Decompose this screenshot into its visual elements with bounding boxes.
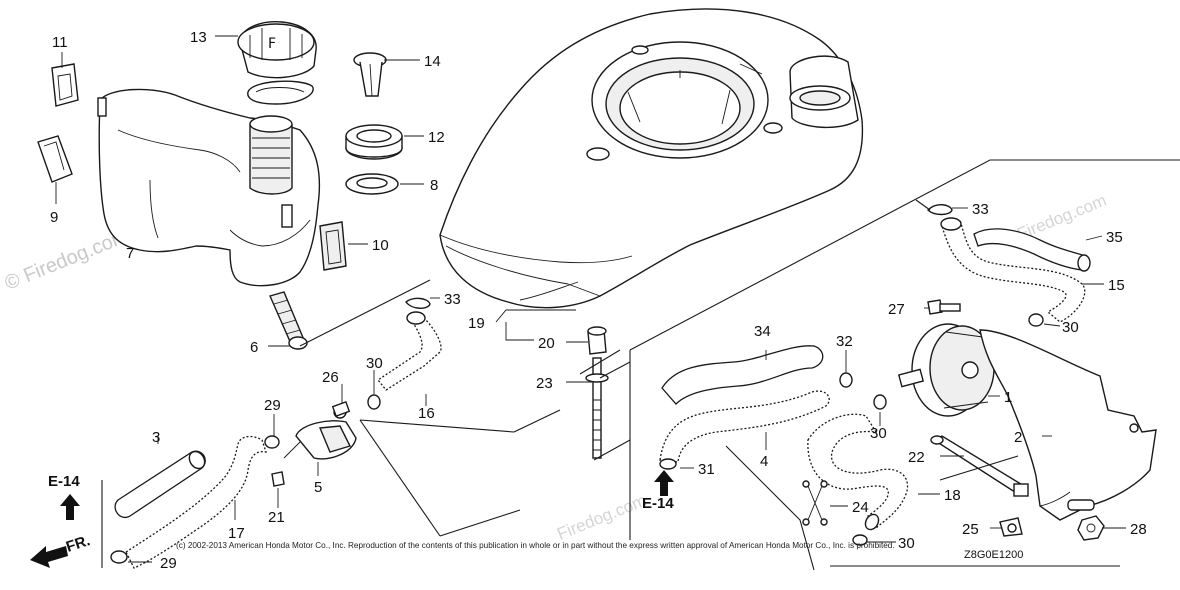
grommet-20 [587,326,607,355]
bolt-27 [927,299,961,315]
clip-33-right [927,204,953,216]
callout-10: 10 [372,237,389,254]
clip-11 [51,63,79,107]
fuel-tank [97,88,321,287]
fuel-valve-5 [283,405,357,460]
callout-15: 15 [1108,277,1125,294]
screw-26 [331,401,351,417]
clip-29-lower [110,550,128,564]
fuel-filter-6 [269,291,308,350]
callout-8: 8 [430,177,438,194]
callout-18: 18 [944,487,961,504]
callout-27: 27 [888,301,905,318]
callout-7: 7 [126,245,134,262]
clip-9 [37,135,73,183]
clip-33-left [405,297,431,309]
reference-e14-left: E-14 [48,473,80,520]
callout-11: 11 [52,34,68,51]
callout-14: 14 [424,53,441,70]
clip-30-bottom [852,534,868,546]
callout-3: 3 [152,429,160,446]
seal-8 [345,173,399,195]
front-arrow-icon [30,546,68,568]
callout-16: 16 [418,405,435,422]
hose-3 [114,450,206,519]
callout-33-left: 33 [444,291,461,308]
hose-18 [807,413,909,531]
nut-21 [271,471,285,487]
watermark-repeat: Firedog.com [554,491,649,544]
callout-30-bottom: 30 [898,535,915,552]
callout-21: 21 [268,509,285,526]
clip-29-upper [264,435,280,449]
callout-29-upper: 29 [264,397,281,414]
hose-4 [659,390,830,463]
callout-34: 34 [754,323,771,340]
reference-e14-mid: E-14 [642,470,674,512]
callout-26: 26 [322,369,339,386]
clip-31 [659,458,677,470]
callout-23: 23 [536,375,553,392]
tank-nut-12 [345,124,403,160]
callout-labels: 13 11 9 7 14 12 8 10 6 33 19 20 23 26 30… [50,29,1147,572]
callout-4: 4 [760,453,768,470]
fuel-pump-1 [897,323,995,417]
clip-32 [839,372,853,388]
callout-9: 9 [50,209,58,226]
callout-25: 25 [962,521,979,538]
callout-17: 17 [228,525,245,542]
ref-label: E-14 [48,473,80,490]
engine-shroud [439,8,864,309]
stud-bolt-23 [585,357,609,459]
callout-19: 19 [468,315,485,332]
arrow-down-icon [654,470,674,496]
callout-5: 5 [314,479,322,496]
clip-30-valve [367,394,381,410]
frame-lines [101,159,1180,571]
callout-30-valve: 30 [366,355,383,372]
hose-34 [661,345,824,405]
front-indicator: FR. [30,532,92,568]
clip-30-middle [873,394,887,410]
cushion-10 [319,221,347,271]
callout-31: 31 [698,461,715,478]
callout-2: 2 [1014,429,1022,446]
callout-29-lower: 29 [160,555,177,572]
bracket-2 [979,329,1157,521]
bolt-22 [930,435,1029,497]
svg-text:F: F [268,36,276,52]
callout-12: 12 [428,129,445,146]
fuel-cap: F [237,21,317,105]
callout-22: 22 [908,449,925,466]
callout-33-right: 33 [972,201,989,218]
diagram-code: Z8G0E1200 [964,549,1023,561]
copyright-notice: (c) 2002-2013 American Honda Motor Co., … [176,541,895,550]
callout-32: 32 [836,333,853,350]
hose-17 [125,435,267,569]
hose-16 [377,311,442,391]
grommet-25 [999,517,1023,537]
nut-28 [1077,515,1105,541]
callout-30-middle: 30 [870,425,887,442]
callout-6: 6 [250,339,258,356]
callout-24: 24 [852,499,869,516]
callout-28: 28 [1130,521,1147,538]
hose-15 [940,217,1086,323]
callout-20: 20 [538,335,555,352]
callout-35: 35 [1106,229,1123,246]
callout-13: 13 [190,29,207,46]
front-label: FR. [64,532,92,556]
callout-30-right: 30 [1062,319,1079,336]
arrow-down-icon [60,494,80,520]
callout-1: 1 [1004,389,1012,406]
callout-leaders [55,35,1126,563]
ref-label: E-14 [642,495,674,512]
clip-30-right [1028,313,1044,327]
strainer-14 [353,52,387,97]
hose-35 [973,228,1091,272]
clip-24 [802,480,828,526]
